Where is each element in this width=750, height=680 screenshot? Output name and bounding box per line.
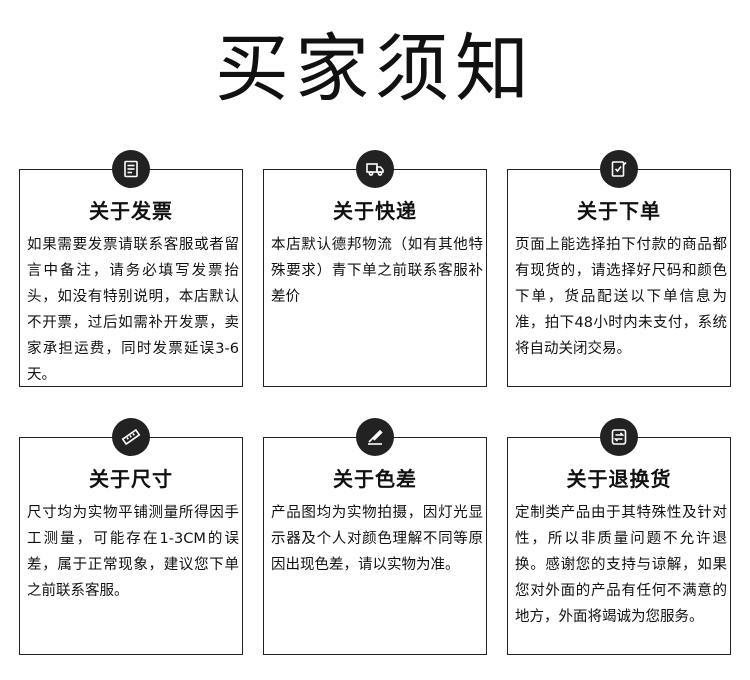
card-body: 产品图均为实物拍摄，因灯光显示器及个人对颜色理解不同等原因出现色差，请以实物为准… bbox=[271, 505, 483, 573]
card-body: 本店默认德邦物流（如有其他特殊要求）青下单之前联系客服补差价 bbox=[271, 237, 483, 305]
card-heading: 关于退换货 bbox=[566, 467, 672, 491]
card-heading: 关于发票 bbox=[89, 199, 173, 223]
delivery-card: 关于快递 本店默认德邦物流（如有其他特殊要求）青下单之前联系客服补差价 bbox=[263, 169, 487, 387]
card-heading: 关于快递 bbox=[333, 199, 417, 223]
card-body: 如果需要发票请联系客服或者留言中备注，请务必填写发票抬头，如没有特别说明，本店默… bbox=[27, 237, 239, 383]
receipt-icon bbox=[112, 150, 150, 188]
exchange-icon bbox=[600, 418, 638, 456]
ruler-icon bbox=[112, 418, 150, 456]
delivery-truck-icon bbox=[356, 150, 394, 188]
return-exchange-card: 关于退换货 定制类产品由于其特殊性及针对性，所以非质量问题不允许退换。感谢您的支… bbox=[507, 437, 731, 655]
card-heading: 关于下单 bbox=[577, 199, 661, 223]
card-heading: 关于色差 bbox=[333, 467, 417, 491]
card-body: 尺寸均为实物平铺测量所得因手工测量，可能存在1-3CM的误差，属于正常现象，建议… bbox=[27, 505, 239, 599]
order-form-icon bbox=[600, 150, 638, 188]
color-card: 关于色差 产品图均为实物拍摄，因灯光显示器及个人对颜色理解不同等原因出现色差，请… bbox=[263, 437, 487, 655]
page-title: 买家须知 bbox=[215, 26, 535, 112]
card-body: 页面上能选择拍下付款的商品都有现货的，请选择好尺码和颜色下单，货品配送以下单信息… bbox=[515, 237, 727, 357]
invoice-card: 关于发票 如果需要发票请联系客服或者留言中备注，请务必填写发票抬头，如没有特别说… bbox=[19, 169, 243, 387]
order-card: 关于下单 页面上能选择拍下付款的商品都有现货的，请选择好尺码和颜色下单，货品配送… bbox=[507, 169, 731, 387]
color-palette-icon bbox=[356, 418, 394, 456]
card-heading: 关于尺寸 bbox=[89, 467, 173, 491]
size-card: 关于尺寸 尺寸均为实物平铺测量所得因手工测量，可能存在1-3CM的误差，属于正常… bbox=[19, 437, 243, 655]
card-body: 定制类产品由于其特殊性及针对性，所以非质量问题不允许退换。感谢您的支持与谅解，如… bbox=[515, 505, 727, 625]
